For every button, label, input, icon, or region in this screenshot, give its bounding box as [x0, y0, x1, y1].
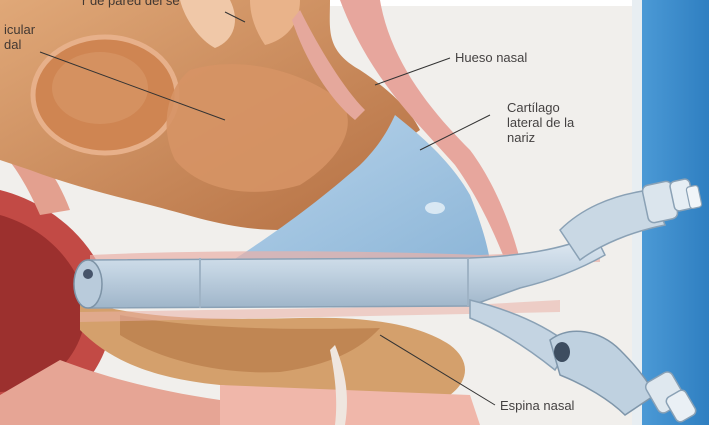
label-top-partial: r de pared del se: [82, 0, 180, 8]
label-left-partial: icular dal: [4, 22, 35, 52]
label-espina-nasal: Espina nasal: [500, 398, 574, 413]
label-hueso-nasal: Hueso nasal: [455, 50, 527, 65]
label-cartilago-lateral: Cartílago lateral de la nariz: [507, 100, 574, 145]
tube-tip: [74, 260, 102, 308]
